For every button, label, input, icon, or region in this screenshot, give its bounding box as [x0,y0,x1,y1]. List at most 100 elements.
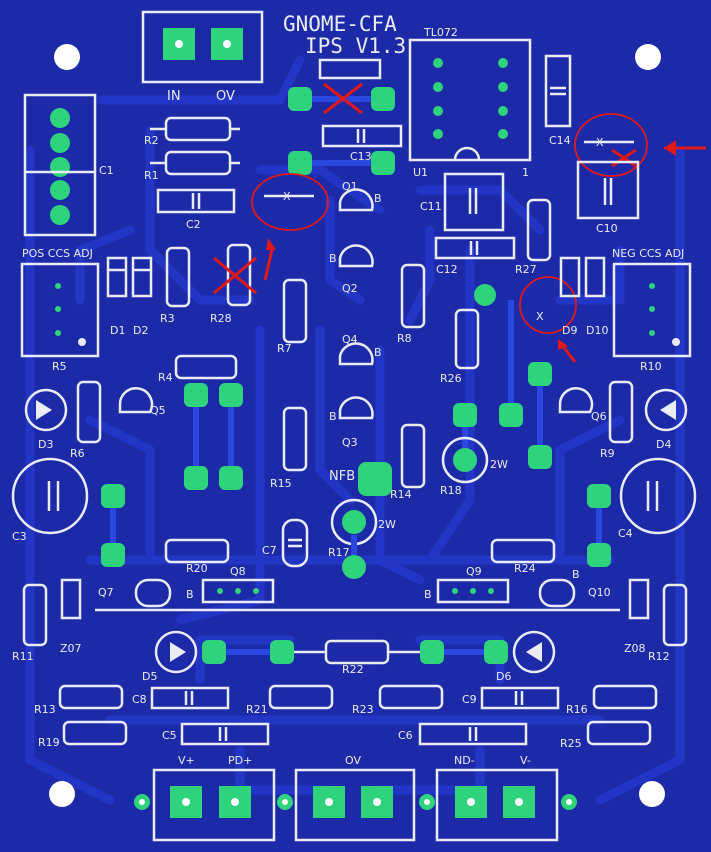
svg-text:R17: R17 [328,546,350,559]
svg-text:R12: R12 [648,650,670,663]
resistor-r4: R4 [158,354,238,384]
svg-text:C7: C7 [262,544,277,557]
transistor-q1: Q1 B [338,180,382,212]
jumper-c3 [101,484,125,567]
svg-text:Q3: Q3 [342,436,358,449]
svg-text:D5: D5 [142,670,157,683]
capacitor-c2: C2 [156,188,236,231]
svg-text:R14: R14 [390,488,412,501]
resistor-r17: 2W R17 [328,498,396,579]
svg-text:R24: R24 [514,562,536,575]
jumper-d5 [202,640,294,664]
svg-text:Z08: Z08 [624,642,646,655]
svg-text:R22: R22 [342,663,364,676]
transistor-q2: Q2 B [329,244,374,295]
jumper-pair-left [184,383,243,490]
resistor-r20: R20 [164,538,230,575]
svg-text:R20: R20 [186,562,208,575]
svg-text:TL072: TL072 [423,26,458,39]
svg-text:X: X [596,136,604,149]
svg-text:R1: R1 [144,169,159,182]
svg-text:R4: R4 [158,371,173,384]
connector-supply-pos: V+ PD+ [134,754,293,842]
svg-text:D4: D4 [656,438,671,451]
led-d4: D4 [644,388,688,451]
svg-text:D10: D10 [586,324,608,337]
transistor-q6: Q6 [558,387,607,423]
capacitor-c7: C7 [262,518,309,568]
svg-text:R19: R19 [38,736,60,749]
nfb-pad [358,462,392,496]
svg-text:C5: C5 [162,729,177,742]
resistor-r28-left: R28 [210,243,257,325]
svg-text:R23: R23 [352,703,374,716]
svg-text:D3: D3 [38,438,53,451]
led-d6: D6 [496,630,556,683]
board-title-line1: GNOME-CFA [283,12,397,36]
jumper-d6 [420,640,508,664]
capacitor-c6: C6 [398,722,528,746]
svg-text:R28: R28 [210,312,232,325]
transistor-q7: Q7 B [98,578,194,608]
svg-text:V+: V+ [178,754,195,767]
svg-text:B: B [424,588,432,601]
capacitor-c11: C11 [420,172,505,232]
resistor-r15: R15 [270,406,308,490]
resistor-r6: R6 [70,380,102,460]
resistor-r24: R24 [490,538,556,575]
label-neg-ccs-adj: NEG CCS ADJ [612,247,684,260]
svg-text:Q2: Q2 [342,282,358,295]
svg-text:B: B [572,568,580,581]
svg-text:D1: D1 [110,324,125,337]
resistor-r8: R8 [397,263,426,345]
board-title-line2: IPS V1.3 [305,34,406,58]
resistor-r12: R12 [648,583,688,663]
c1-header: C1 [23,93,114,237]
svg-text:C14: C14 [549,134,571,147]
svg-text:D9: D9 [562,324,577,337]
connector-ground: OV [294,754,416,842]
svg-text:R26: R26 [440,372,462,385]
svg-text:D2: D2 [133,324,148,337]
diode-d10: D10 [584,256,608,337]
resistor-r14: R14 [390,423,426,501]
diode-d2: D2 [131,256,153,337]
svg-text:X: X [283,190,291,203]
svg-text:R2: R2 [144,134,159,147]
resistor-r7: R7 [277,278,308,355]
label-ov-top: OV [216,89,235,104]
svg-text:R10: R10 [640,360,662,373]
annotation-circle-left: X [251,173,329,281]
led-d3: D3 [24,388,68,451]
svg-text:U1: U1 [413,166,428,179]
svg-text:2W: 2W [378,518,396,531]
capacitor-c12: C12 [434,236,516,276]
resistor-r26: R26 [440,284,496,385]
svg-text:C4: C4 [618,527,633,540]
resistor-r1: R1 [144,150,240,182]
svg-text:C6: C6 [398,729,413,742]
svg-text:C2: C2 [186,218,201,231]
resistor-r22: R22 [294,639,420,676]
svg-text:X: X [536,310,544,323]
svg-text:B: B [186,588,194,601]
capacitor-c8: C8 [132,686,230,710]
resistor-r16: R16 [566,684,658,716]
svg-text:R8: R8 [397,332,412,345]
input-connector: IN OV [141,10,264,104]
svg-text:Q8: Q8 [230,565,246,578]
svg-text:C10: C10 [596,222,618,235]
svg-text:B: B [329,410,337,423]
svg-text:B: B [374,192,382,205]
zener-z07: Z07 [60,578,82,655]
zener-z08: Z08 [624,578,650,655]
resistor-r27: R27 [515,198,552,276]
capacitor-c5: C5 [162,722,270,746]
svg-text:R15: R15 [270,477,292,490]
svg-text:Q10: Q10 [588,586,611,599]
connector-supply-neg: ND- V- [419,754,577,842]
annotation-circle-right: X [519,276,577,363]
led-d5: D5 [142,630,198,683]
label-pos-ccs-adj: POS CCS ADJ [22,247,93,260]
